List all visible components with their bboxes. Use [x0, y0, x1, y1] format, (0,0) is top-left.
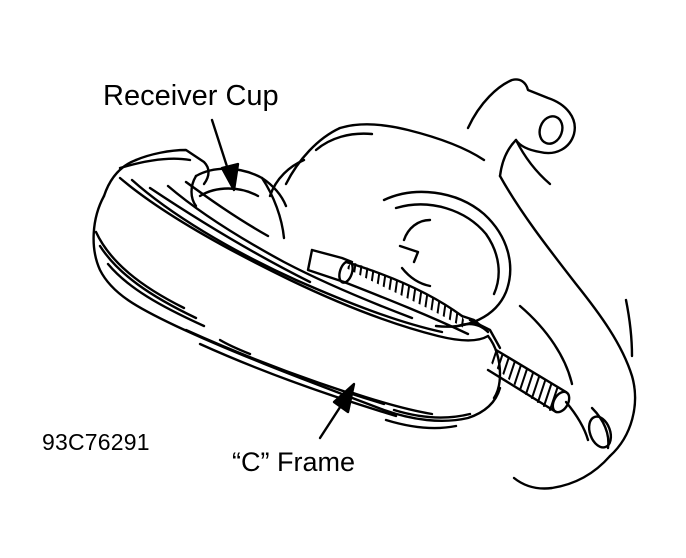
c-frame-label: “C” Frame [232, 447, 355, 477]
c-frame [94, 150, 500, 428]
figure-code: 93C76291 [42, 429, 150, 455]
receiver-cup-arrow [212, 120, 238, 190]
mounting-hole [536, 113, 566, 147]
receiver-cup [192, 169, 287, 238]
knuckle-bore [384, 192, 510, 327]
c-frame-arrow [320, 384, 354, 438]
receiver-cup-label: Receiver Cup [103, 80, 279, 112]
steering-knuckle [270, 79, 635, 488]
